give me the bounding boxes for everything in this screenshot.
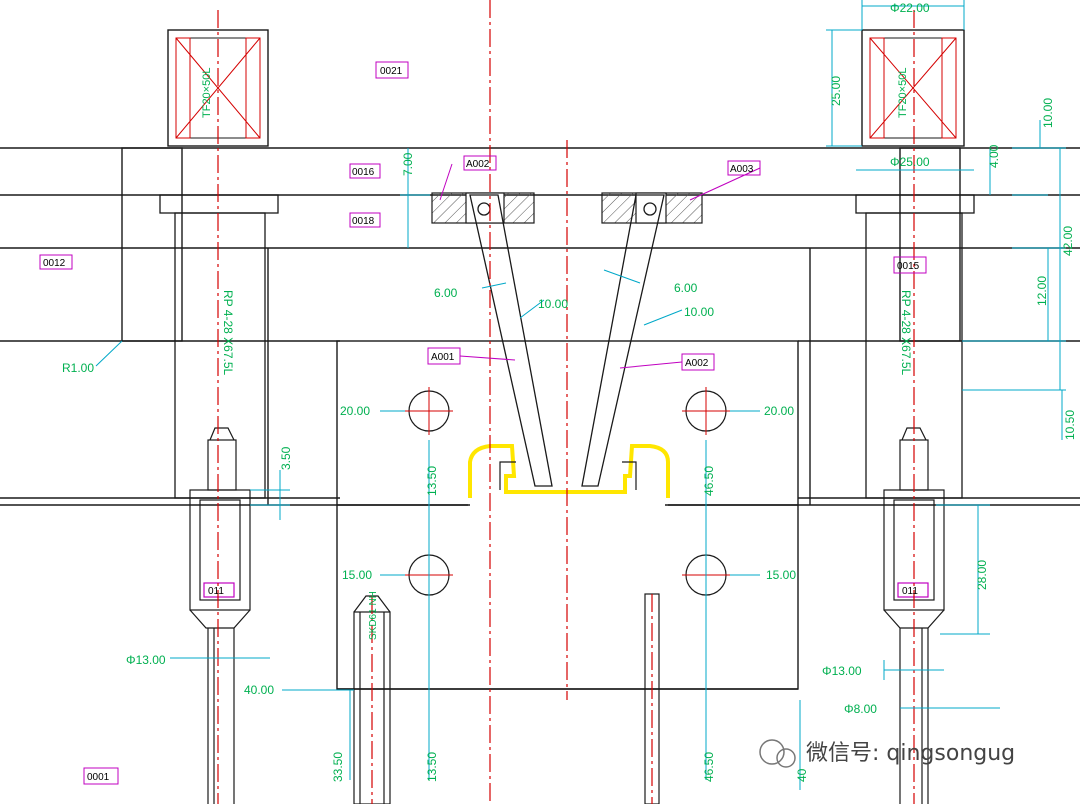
lifters <box>469 194 665 487</box>
tag-left-a: 0016 <box>352 167 375 178</box>
dim-10-left: 10.00 <box>538 297 568 311</box>
centerlines <box>217 0 915 804</box>
tag-right-mid: 0015 <box>897 261 920 272</box>
dim-13-50-bottom: 13.50 <box>425 752 439 782</box>
tag-pin-right: 011 <box>902 586 918 597</box>
tag-left-b: 0018 <box>352 216 375 227</box>
dim-10-right: 10.00 <box>684 305 714 319</box>
label-spring-right: TF20×50L <box>897 68 909 118</box>
tag-texts: 0021 0016 0018 0012 A002 A003 A001 A002 … <box>43 66 920 783</box>
dim-46-50-top: 46.50 <box>702 466 716 496</box>
label-spring-left: TF20×50L <box>201 68 213 118</box>
tag-lifter-right: A002 <box>685 358 709 369</box>
dim-15-right: 15.00 <box>766 568 796 582</box>
dim-dia8: Φ8.00 <box>844 702 877 716</box>
dim-25: 25.00 <box>829 76 843 106</box>
dim-7: 7.00 <box>401 152 415 176</box>
part-labels: TF20×50L TF20×50L RP 4-28 X67.5L RP 4-28… <box>201 68 913 640</box>
dim-dia25: Φ25.00 <box>890 155 930 169</box>
dim-6-left: 6.00 <box>434 286 458 300</box>
tag-insert-right: A003 <box>730 164 754 175</box>
dim-20-right: 20.00 <box>764 404 794 418</box>
label-ejector-pin: SKD61 NH <box>368 591 379 640</box>
dimension-lines <box>95 0 1066 790</box>
dim-3-50: 3.50 <box>279 446 293 470</box>
tag-boxes <box>39 61 927 785</box>
dim-dia13-right: Φ13.00 <box>822 664 862 678</box>
spring-left <box>167 29 269 147</box>
tag-insert-left: A002 <box>466 159 490 170</box>
dim-12: 12.00 <box>1035 276 1049 306</box>
leader-lines <box>439 163 761 369</box>
dim-dia13-left: Φ13.00 <box>126 653 166 667</box>
dim-10-50: 10.50 <box>1063 410 1077 440</box>
dim-33-50: 33.50 <box>331 752 345 782</box>
dim-r1: R1.00 <box>62 361 94 375</box>
dim-46-50-bottom: 46.50 <box>702 752 716 782</box>
tag-lifter-left: A001 <box>431 352 455 363</box>
tag-top: 0021 <box>380 66 403 77</box>
wechat-icon <box>759 739 785 765</box>
watermark: 微信号: qingsongug <box>759 739 1015 768</box>
label-rp-right: RP 4-28 X67.5L <box>899 290 913 375</box>
dim-20-left: 20.00 <box>340 404 370 418</box>
tag-left-mid: 0012 <box>43 258 66 269</box>
dim-42: 42.00 <box>1061 226 1075 256</box>
label-rp-left: RP 4-28 X67.5L <box>221 290 235 375</box>
dim-13-50-top: 13.50 <box>425 466 439 496</box>
watermark-text: 微信号: qingsongug <box>806 741 1015 766</box>
dim-15-left: 15.00 <box>342 568 372 582</box>
tag-pin-left: 011 <box>208 586 224 597</box>
dim-10-top: 10.00 <box>1041 98 1055 128</box>
pin-tag-marks <box>203 582 929 598</box>
dim-6-right: 6.00 <box>674 281 698 295</box>
dim-28: 28.00 <box>975 560 989 590</box>
spring-right <box>861 29 965 147</box>
dim-4: 4.00 <box>987 144 1001 168</box>
tag-bottom: 0001 <box>87 772 110 783</box>
molded-part <box>468 444 670 498</box>
dimension-texts: Φ22.00 25.00 10.00 Φ25.00 4.00 42.00 12.… <box>62 1 1077 782</box>
dim-40: 40.00 <box>244 683 274 697</box>
dim-40-bottom: 40 <box>795 768 809 782</box>
dim-dia22: Φ22.00 <box>890 1 930 15</box>
